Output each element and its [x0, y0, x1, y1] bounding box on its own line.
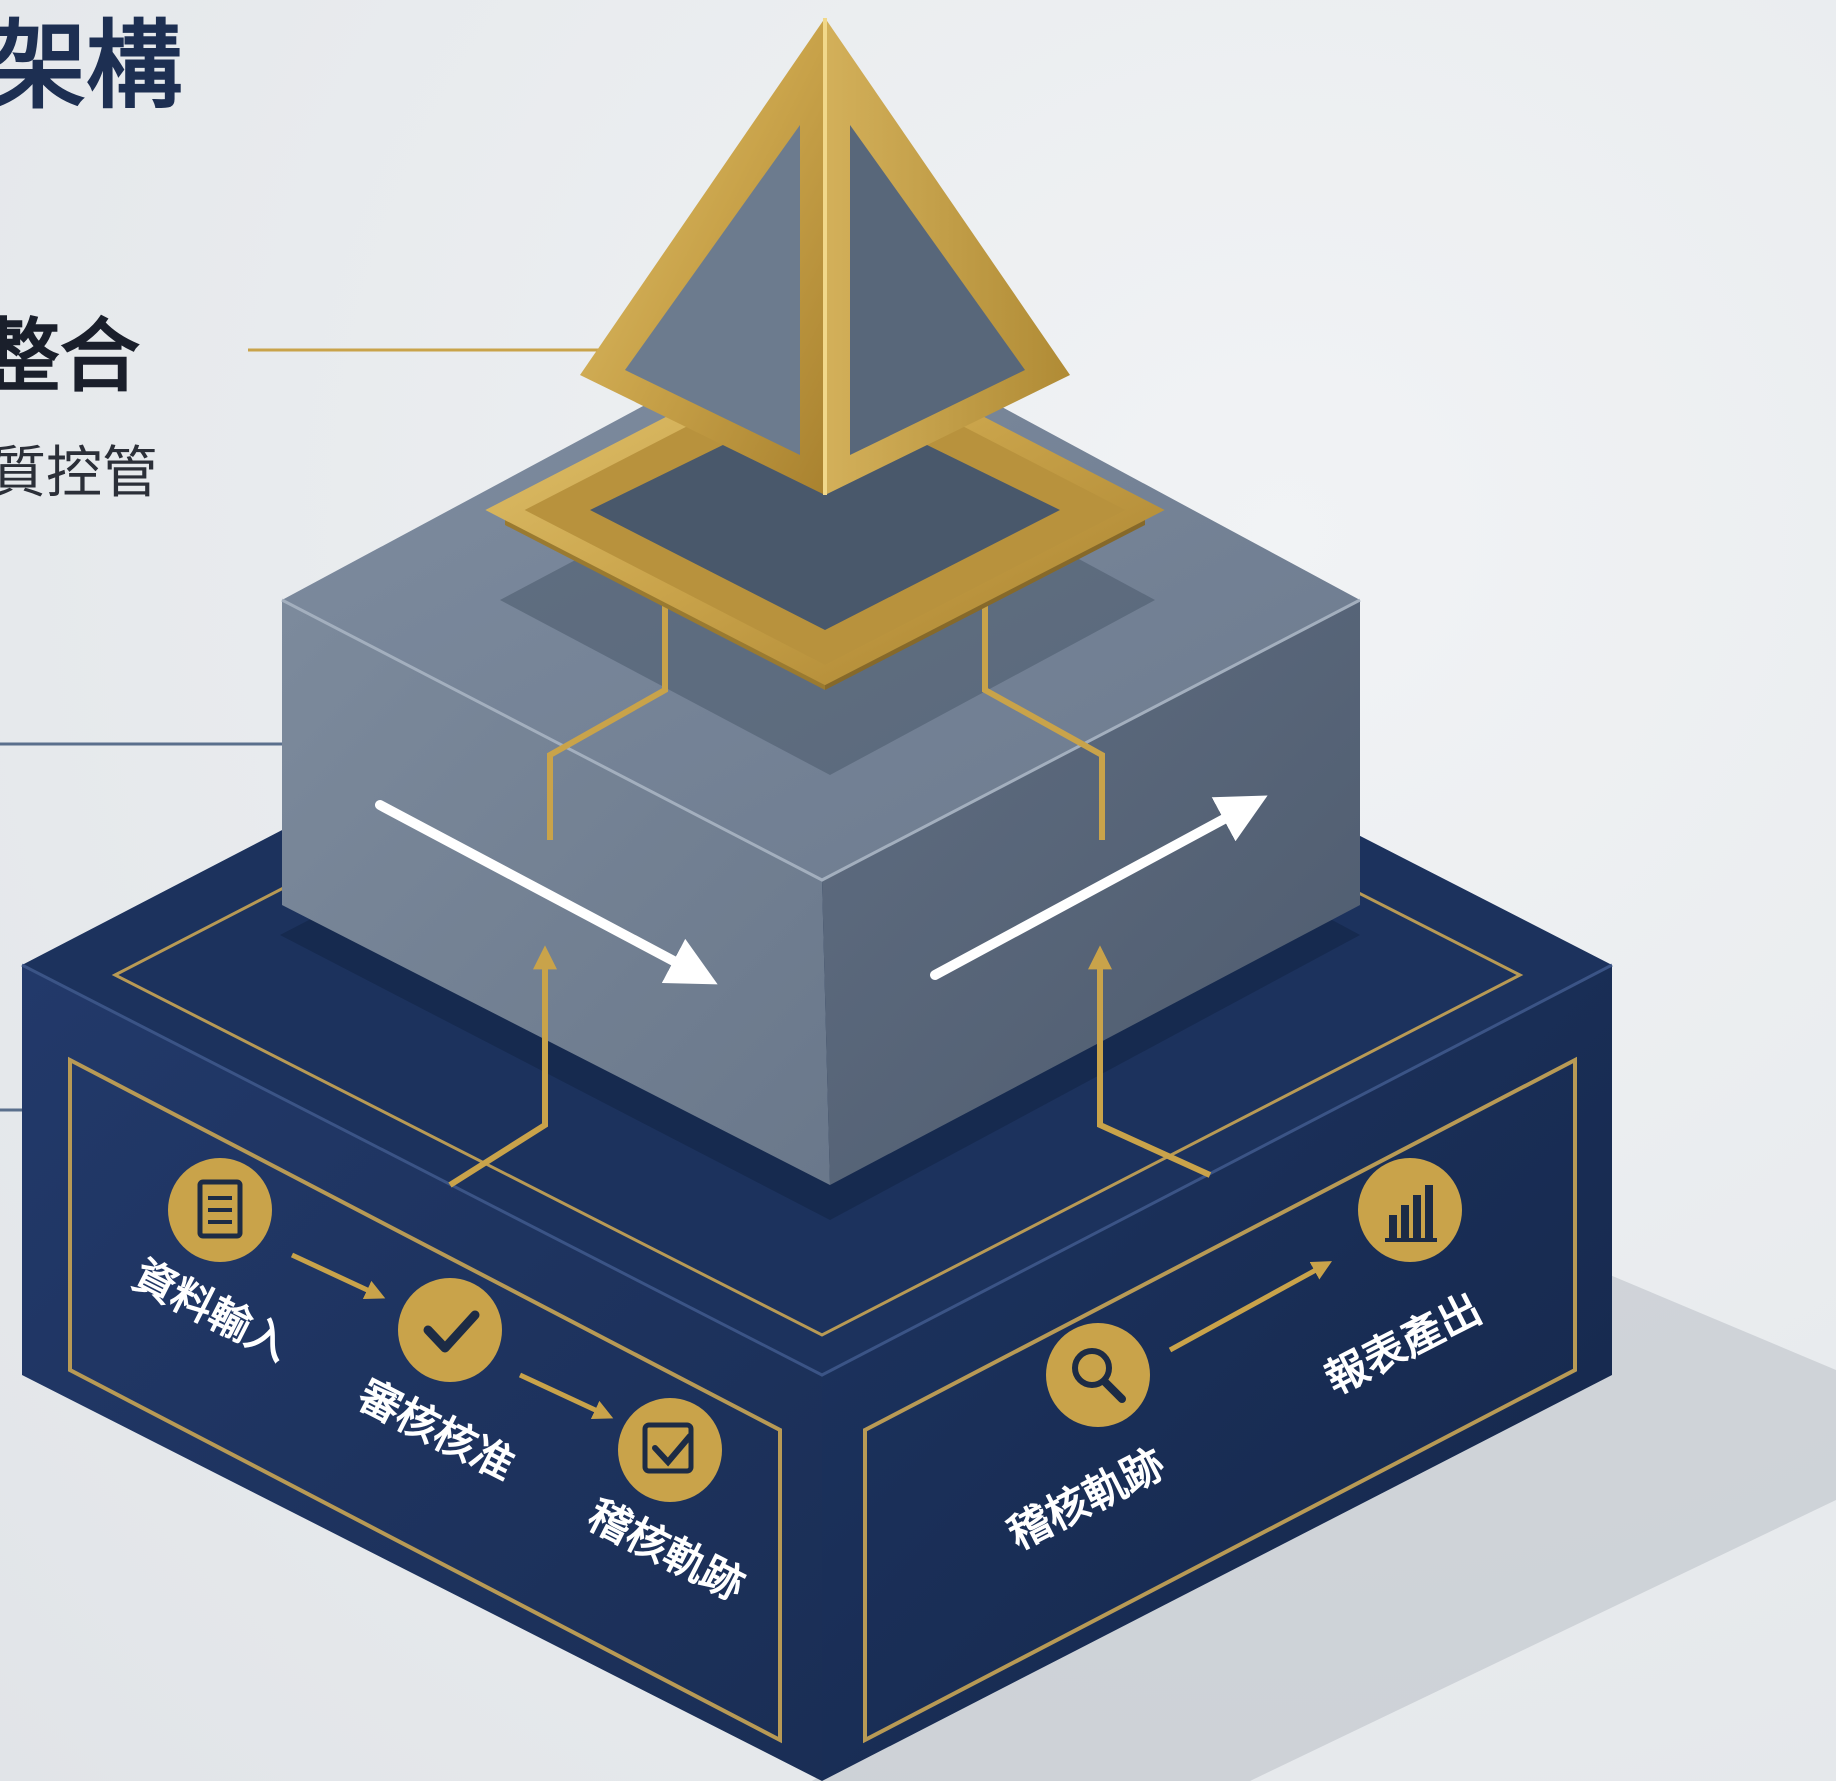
collar-opening [590, 395, 1060, 630]
bar-chart-icon [1385, 1185, 1437, 1242]
bar-chart-icon-badge [1358, 1158, 1462, 1262]
base-right-frame [863, 1056, 1577, 1744]
magnifier-icon-badge [1046, 1323, 1150, 1427]
gold-arrow-mid-left [547, 520, 677, 840]
white-arrow-left [375, 800, 718, 985]
checkbox-icon [642, 1422, 694, 1474]
pyramid-left-panel [625, 125, 800, 455]
step-arrow-3 [1168, 1261, 1333, 1353]
checkmark-icon-badge [398, 1278, 502, 1382]
gold-arrow-mid-right [973, 520, 1105, 840]
gold-arrow-base-left [448, 945, 557, 1188]
magnifier-icon [1072, 1348, 1126, 1403]
diagram-title: 架構 [0, 10, 182, 122]
base-left-frame [68, 1056, 782, 1744]
middle-left-face [282, 600, 830, 1185]
checkmark-icon [423, 1310, 480, 1353]
step-arrow-1 [290, 1252, 386, 1300]
layer-heading: 整合 [0, 310, 140, 403]
step-arrow-2 [518, 1372, 614, 1420]
middle-edge [281, 598, 1361, 882]
pyramid-right-panel [850, 125, 1025, 455]
base-edge [21, 963, 1613, 1377]
white-arrow-right [930, 795, 1268, 980]
gold-arrow-base-right [1088, 945, 1212, 1178]
checkbox-icon-badge [618, 1398, 722, 1502]
document-icon [197, 1179, 243, 1239]
layer-subheading: 質控管 [0, 441, 158, 506]
